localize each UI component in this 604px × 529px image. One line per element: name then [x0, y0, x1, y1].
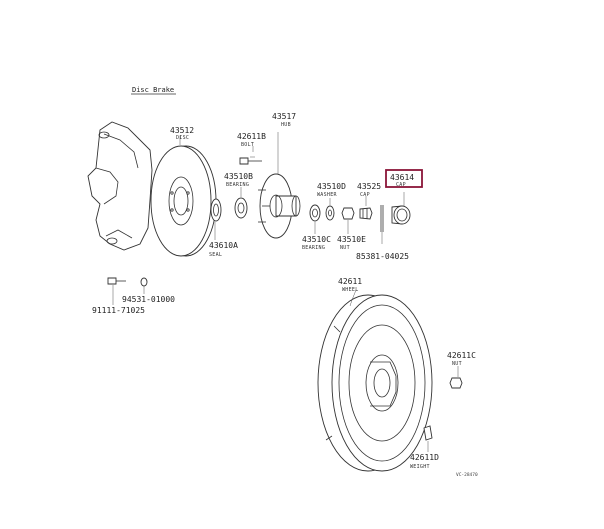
disc-label: 43512 DISC — [170, 126, 194, 145]
grease-cap — [391, 192, 411, 225]
hub-nut-part-name: NUT — [340, 245, 350, 251]
caliper-bolt-a-part-number: 94531-01000 — [122, 295, 175, 304]
washer-part-number: 43510D — [317, 182, 346, 191]
grease-cap-part-number: 43614 — [390, 173, 414, 182]
weight-part-name: WEIGHT — [410, 464, 430, 470]
nut-lock-cap: 43525 CAP — [357, 182, 381, 220]
seal-part-number: 43610A — [209, 241, 238, 250]
caliper-bolt-b-part-number: 91111-71025 — [92, 306, 145, 315]
seal: 43610A SEAL — [209, 198, 238, 258]
caliper-bolt-b: 91111-71025 — [92, 277, 145, 315]
balance-weight: 42611D WEIGHT — [410, 425, 439, 470]
nut-lock-cap-part-name: CAP — [360, 192, 370, 198]
cotter-pin: 85381-04025 — [356, 205, 409, 261]
outer-bearing: 43510C BEARING — [302, 204, 331, 251]
hub-nut: 43510E NUT — [337, 207, 366, 251]
steering-knuckle — [87, 121, 153, 251]
wheel-nut-part-number: 42611C — [447, 351, 476, 360]
inner-bearing-part-number: 43510B — [224, 172, 253, 181]
grease-cap-callout[interactable]: 43614 CAP — [385, 169, 423, 188]
hub-bolt-part-name: BOLT — [241, 142, 254, 148]
inner-bearing: 43510B BEARING — [224, 172, 253, 219]
brake-disc — [150, 145, 217, 257]
hub-part-number: 43517 — [272, 112, 296, 121]
section-title: Disc Brake — [132, 86, 174, 94]
wheel-nut-part-name: NUT — [452, 361, 462, 367]
wheel-part-name: WHEEL — [342, 287, 359, 293]
wheel: 42611 WHEEL — [317, 277, 433, 472]
wheel-part-number: 42611 — [338, 277, 362, 286]
grease-cap-part-name: CAP — [396, 182, 406, 188]
figure-reference: VC-28470 — [456, 472, 478, 478]
hub-part-name: HUB — [281, 122, 291, 128]
hub: 43517 HUB — [258, 112, 301, 239]
hub-nut-part-number: 43510E — [337, 235, 366, 244]
outer-bearing-part-number: 43510C — [302, 235, 331, 244]
hub-bolt: 42611B BOLT — [237, 132, 266, 165]
disc-part-number: 43512 — [170, 126, 194, 135]
inner-bearing-part-name: BEARING — [226, 182, 249, 188]
wheel-nut: 42611C NUT — [447, 351, 476, 389]
hub-bolt-part-number: 42611B — [237, 132, 266, 141]
weight-part-number: 42611D — [410, 453, 439, 462]
outer-bearing-part-name: BEARING — [302, 245, 325, 251]
washer: 43510D WASHER — [317, 182, 346, 221]
nut-lock-cap-part-number: 43525 — [357, 182, 381, 191]
disc-part-name: DISC — [176, 135, 189, 141]
caliper-bolt-a: 94531-01000 — [122, 277, 175, 304]
seal-part-name: SEAL — [209, 252, 222, 258]
washer-part-name: WASHER — [317, 192, 338, 198]
highlight-box — [385, 169, 423, 188]
cotter-pin-part-number: 85381-04025 — [356, 252, 409, 261]
